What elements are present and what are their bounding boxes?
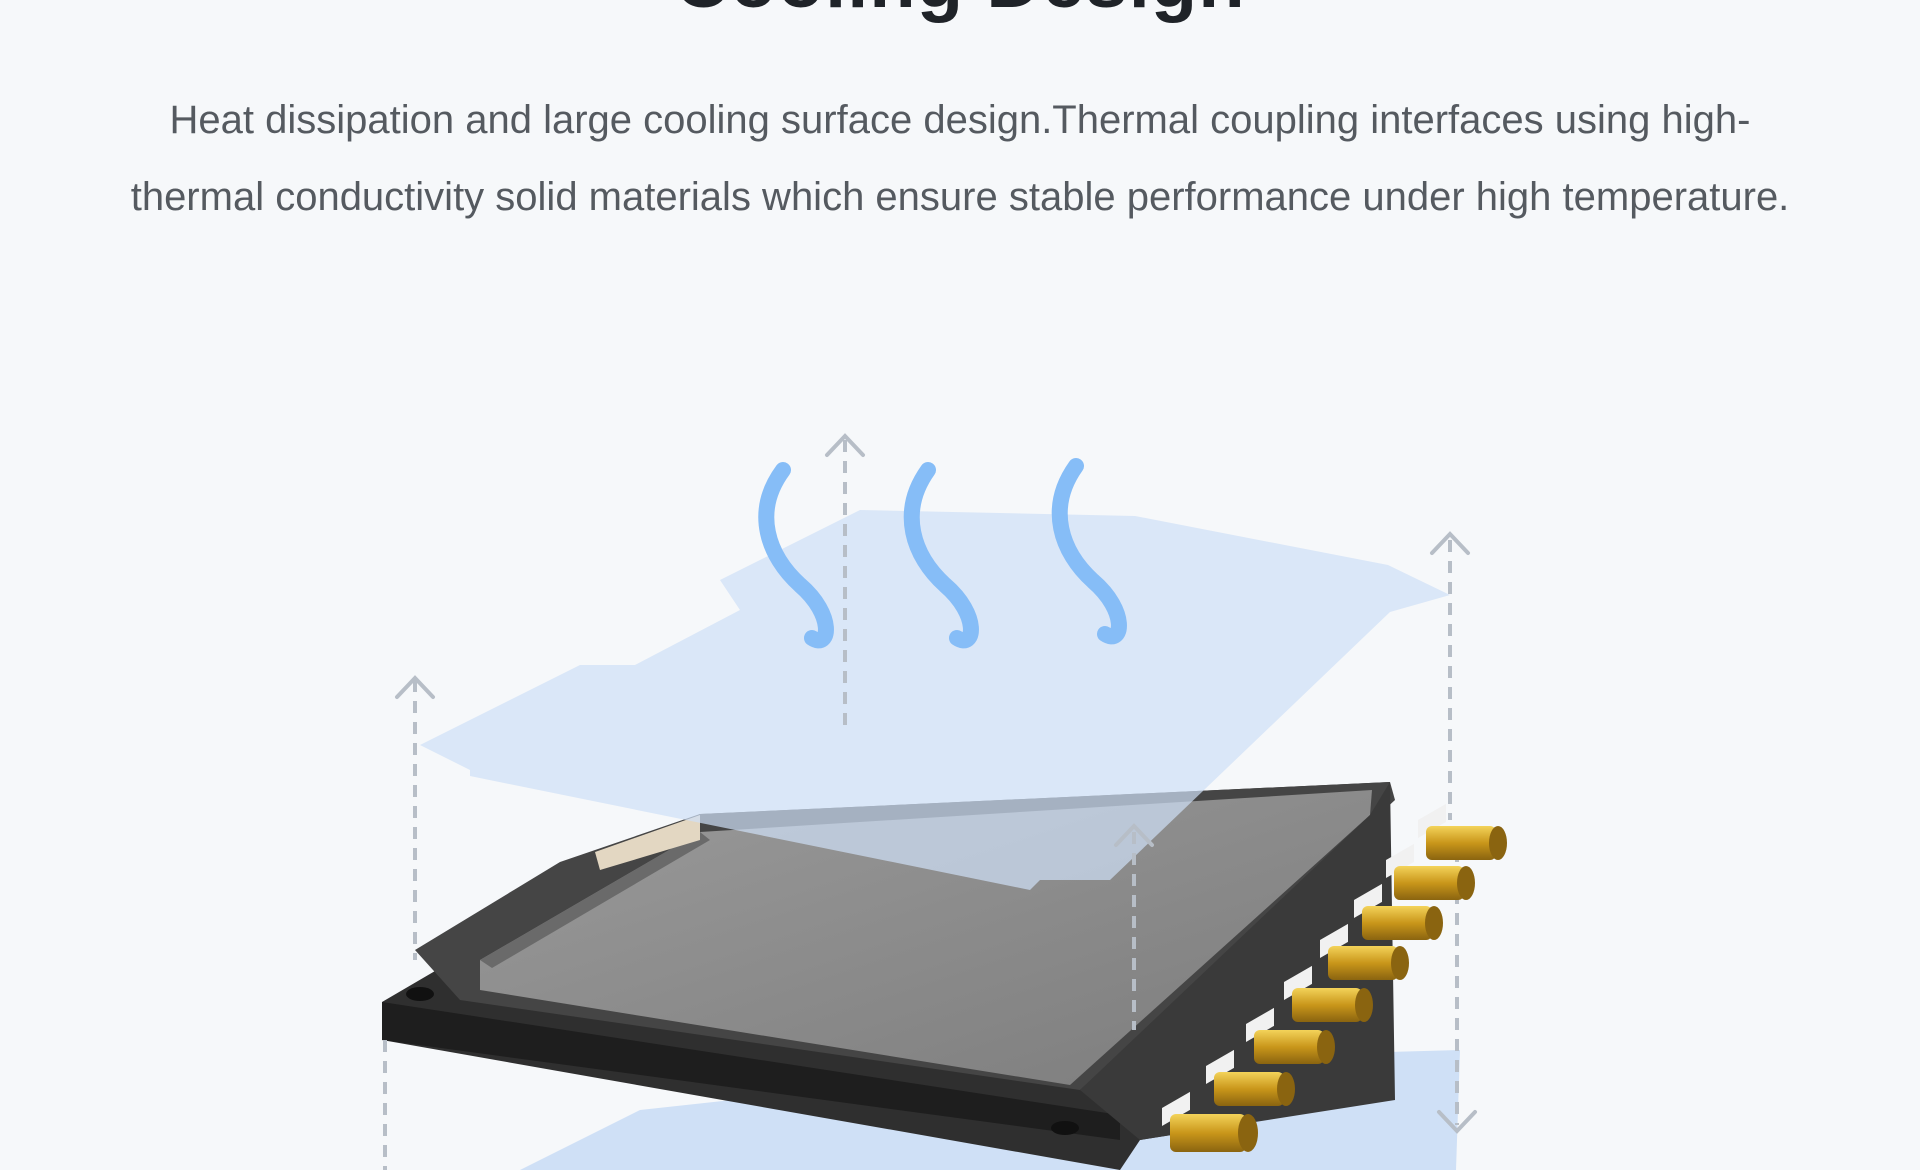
arrow-up-icon: [1114, 823, 1154, 847]
rf-connector-icon: [1206, 1049, 1295, 1106]
arrow-up-icon: [395, 675, 435, 699]
arrow-down-icon: [1437, 1110, 1477, 1134]
rf-connector-icon: [1386, 843, 1475, 900]
heat-wave-icon: [1051, 458, 1127, 645]
rf-connectors: [1162, 803, 1507, 1152]
heat-waves: [758, 458, 1127, 649]
heat-wave-icon: [903, 462, 979, 649]
arrow-up-icon: [1430, 531, 1470, 555]
arrow-up-icon: [825, 433, 865, 457]
rf-connector-icon: [1246, 1007, 1335, 1064]
rf-connector-icon: [1284, 965, 1373, 1022]
upper-cooling-plate: [420, 510, 1450, 890]
rf-connector-icon: [1162, 1091, 1258, 1152]
section-heading: Cooling Design: [0, 0, 1920, 25]
rf-connector-icon: [1320, 923, 1409, 980]
rf-connector-icon: [1418, 803, 1507, 860]
rf-connector-icon: [1354, 883, 1443, 940]
section-description: Heat dissipation and large cooling surfa…: [130, 98, 1790, 219]
